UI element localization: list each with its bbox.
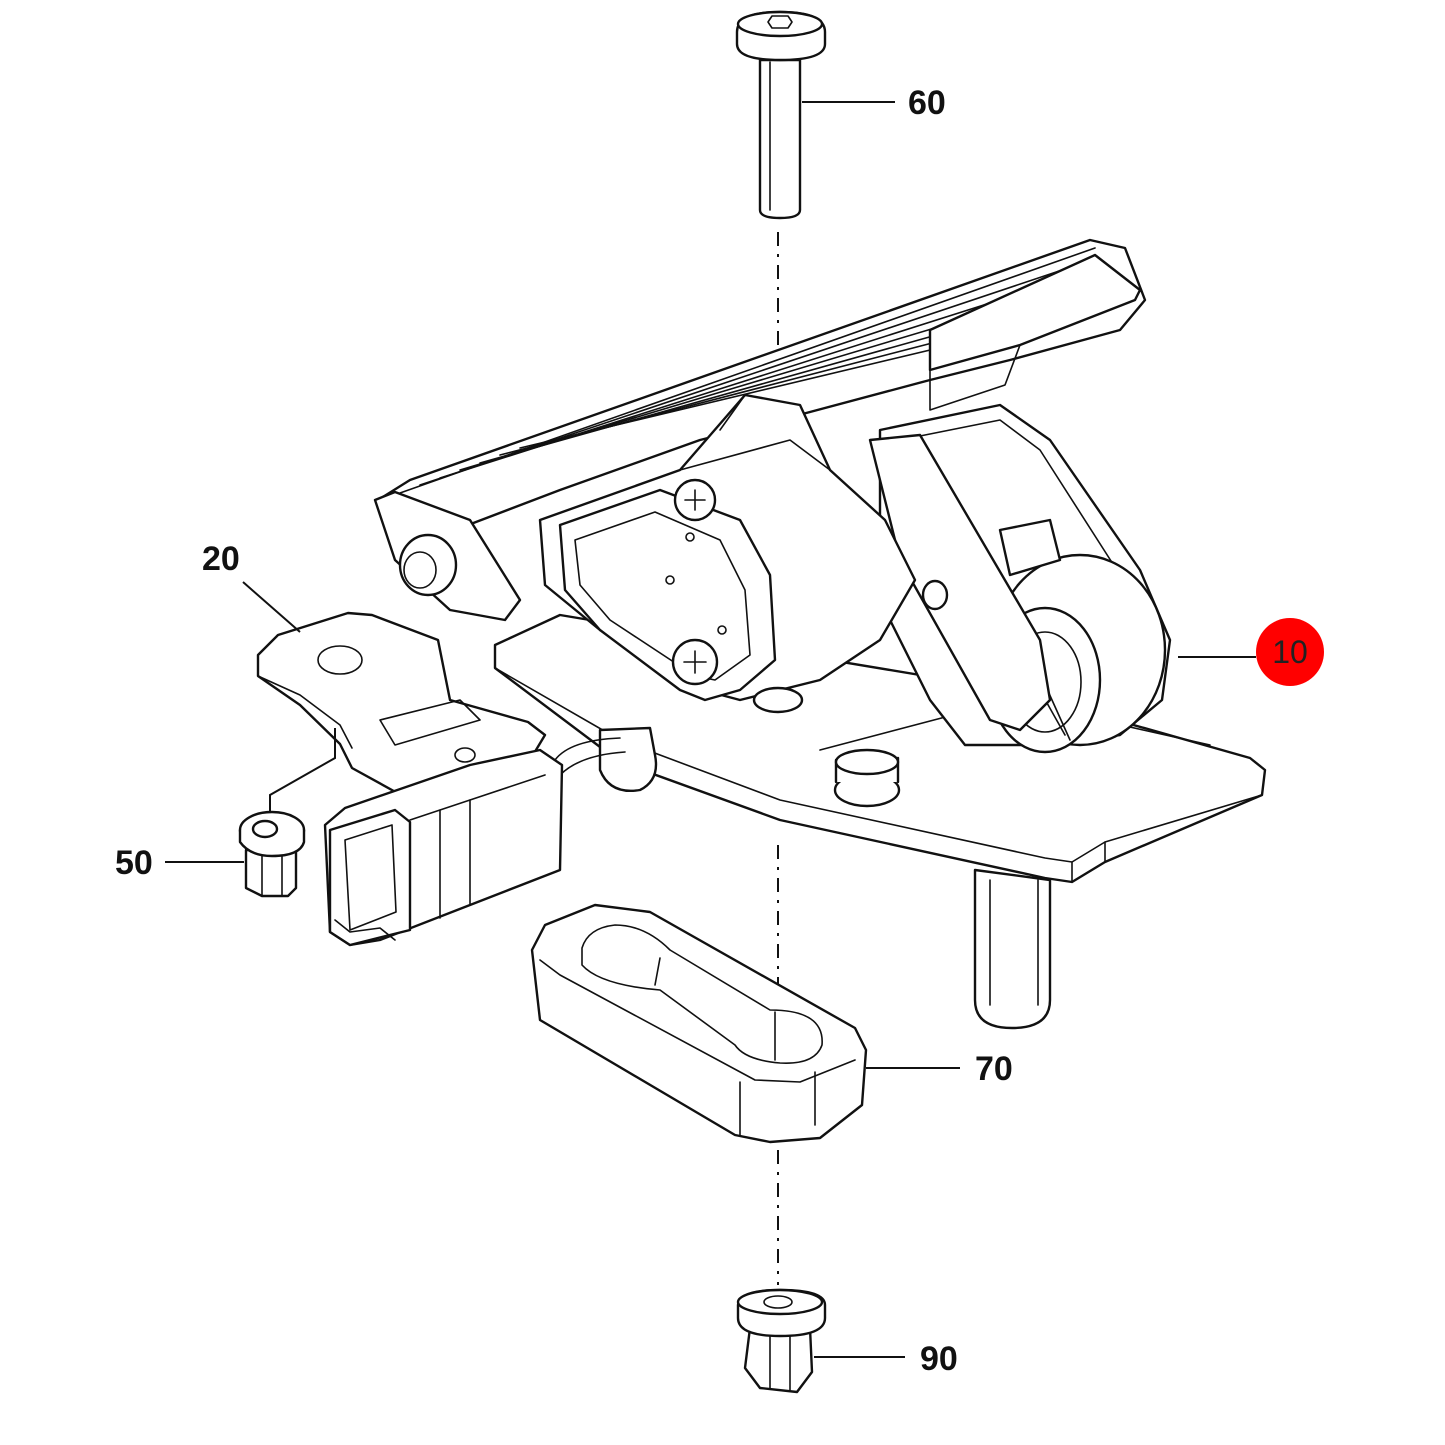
callout-10: 10 bbox=[1272, 634, 1308, 670]
bracket-with-connector[interactable] bbox=[256, 611, 564, 947]
nut[interactable] bbox=[238, 810, 306, 898]
callout-70: 70 bbox=[975, 1050, 1013, 1088]
callout-60: 60 bbox=[908, 84, 946, 122]
callout-10-marker bbox=[1256, 618, 1324, 686]
callout-50: 50 bbox=[115, 844, 153, 882]
pedal-assembly[interactable] bbox=[373, 238, 1267, 1030]
leader-lines bbox=[165, 101, 1256, 1358]
callout-90: 90 bbox=[920, 1340, 958, 1378]
push-nut[interactable] bbox=[736, 1288, 827, 1394]
callout-20: 20 bbox=[202, 540, 240, 578]
screw[interactable] bbox=[735, 10, 827, 220]
spacer[interactable] bbox=[530, 903, 868, 1144]
